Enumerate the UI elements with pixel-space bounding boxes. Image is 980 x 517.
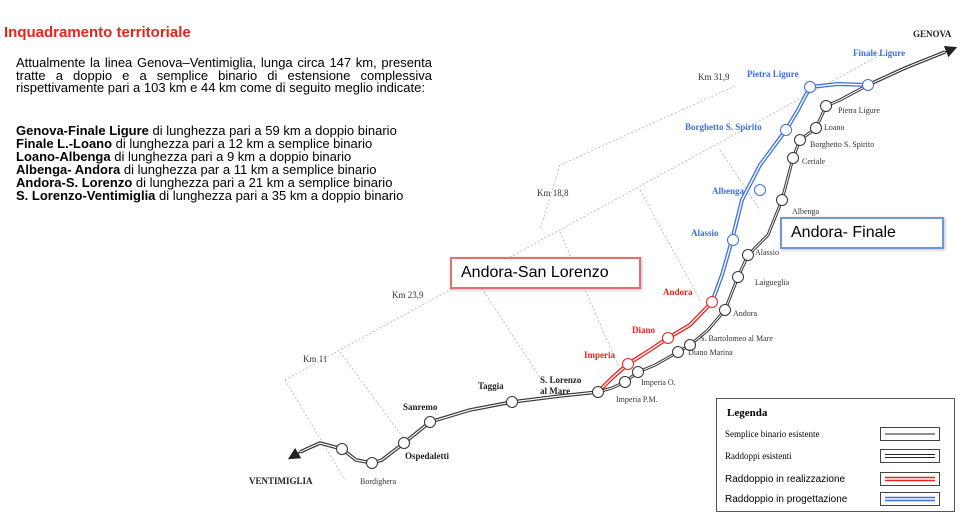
station-diano-marina [672,346,684,358]
intro-paragraph: Attualmente la linea Genova–Ventimiglia,… [16,55,432,95]
label-albenga-new: Albenga [712,186,745,196]
segment-name: Loano-Albenga [16,149,111,164]
station-ceriale [787,152,799,164]
label-ospedaletti: Ospedaletti [405,451,449,461]
callout-andora-finale: Andora- Finale [780,217,944,249]
legend-item-blue: Raddoppio in progettazione [725,494,848,505]
station-sanremo [424,416,436,428]
station-pietra-new [804,81,816,93]
label-alassio-old: Alassio [755,248,779,257]
stations-new [336,79,874,469]
label-alassio-new: Alassio [691,228,719,238]
station-diano [662,332,674,344]
label-imperia-pm: Imperia P.M. [616,395,658,404]
legend-item-red: Raddoppio in realizzazione [725,474,846,485]
legend-swatch-red [880,472,940,486]
endpoint-ventimiglia: VENTIMIGLIA [249,476,313,486]
ventimiglia-arrow [287,447,302,460]
station-borghetto-old [794,134,806,146]
station-alassio-old [742,249,754,261]
station-albenga-old [776,194,788,206]
station-andora-old [719,304,731,316]
segment-name: Genova-Finale Ligure [16,123,149,138]
station-sbartolomeo [684,339,696,351]
label-bordighera: Bordighera [360,477,396,486]
segment-row: Albenga- Andora di lunghezza par a 11 km… [16,163,436,176]
segment-desc: di lunghezza pari a 21 km a semplice bin… [132,175,393,190]
station-loano [810,122,822,134]
km-grid [284,54,881,481]
segment-name: Finale L.-Loano [16,136,113,151]
segment-desc: di lunghezza pari a 9 km a doppio binari… [110,149,352,164]
stations-old [619,100,832,388]
station-ventimiglia [336,443,348,455]
label-taggia: Taggia [478,381,504,391]
station-imperia-o [632,366,644,378]
station-borghetto-new [780,124,792,136]
station-finale [862,79,874,91]
segment-row: S. Lorenzo-Ventimiglia di lunghezza pari… [16,189,436,202]
label-borghetto-new: Borghetto S. Spirito [685,122,762,132]
label-imperia: Imperia [584,350,615,360]
segment-row: Finale L.-Loano di lunghezza pari a 12 k… [16,137,436,150]
label-sbartolomeo: S. Bartolomeo al Mare [700,334,773,343]
station-taggia [506,396,518,408]
km-label: Km 23,9 [392,290,424,300]
station-laigueglia [732,271,744,283]
segment-desc: di lunghezza pari a 35 km a doppio binar… [155,188,404,203]
label-ceriale: Ceriale [802,157,826,166]
segment-row: Loano-Albenga di lunghezza pari a 9 km a… [16,150,436,163]
label-pietra-old: Pietra Ligure [838,106,880,115]
km-labels: Km 31,9 Km 18,8 Km 23,9 Km 11 [303,72,730,364]
km-label: Km 31,9 [698,72,730,82]
label-sanremo: Sanremo [403,402,438,412]
label-diano: Diano [632,325,656,335]
station-andora-new [706,296,718,308]
label-laigueglia: Laigueglia [755,278,790,287]
page-title: Inquadramento territoriale [4,24,191,41]
legend-swatch-double [880,449,940,463]
segment-name: Albenga- Andora [16,162,121,177]
legend-item-double: Raddoppi esistenti [725,451,792,461]
segment-name: S. Lorenzo-Ventimiglia [16,188,156,203]
station-alassio-new [727,234,739,246]
segment-row: Andora-S. Lorenzo di lunghezza pari a 21… [16,176,436,189]
km-label: Km 18,8 [537,188,569,198]
legend-title: Legenda [727,407,768,419]
segment-desc: di lunghezza pari a 59 km a doppio binar… [148,123,397,138]
label-imperia-o: Imperia O. [641,378,676,387]
segment-row: Genova-Finale Ligure di lunghezza pari a… [16,124,436,137]
station-slorenzo [592,386,604,398]
label-finale: Finale Ligure [853,48,905,58]
km-label: Km 11 [303,354,327,364]
station-imperia-pm [619,376,631,388]
callout-andora-san-lorenzo: Andora-San Lorenzo [450,257,641,289]
label-loano: Loano [824,123,844,132]
label-borghetto-old: Borghetto S. Spirito [810,140,874,149]
label-andora-old: Andora [733,309,757,318]
segment-name: Andora-S. Lorenzo [16,175,133,190]
label-slorenzo-2: al Mare [540,386,570,396]
station-pietra-old [820,100,832,112]
legend-swatch-single [880,427,940,441]
label-pietra-new: Pietra Ligure [747,69,799,79]
station-ospedaletti [398,437,410,449]
genova-arrow [943,45,958,58]
label-diano-marina: Diano Marina [688,348,733,357]
segments-list: Genova-Finale Ligure di lunghezza pari a… [16,124,436,202]
endpoint-genova: GENOVA [913,29,952,39]
label-albenga-old: Albenga [792,207,820,216]
legend-swatch-blue [880,492,940,506]
station-imperia [622,358,634,370]
label-andora-new: Andora [663,287,693,297]
label-slorenzo-1: S. Lorenzo [540,375,582,385]
station-bordighera [366,457,378,469]
legend-item-single: Semplice binario esistente [725,429,820,439]
segment-desc: di lunghezza pari a 12 km a semplice bin… [112,136,373,151]
station-albenga-new [754,184,766,196]
segment-desc: di lunghezza par a 11 km a semplice bina… [120,162,377,177]
legend-box: Legenda Semplice binario esistente Raddo… [716,398,955,512]
